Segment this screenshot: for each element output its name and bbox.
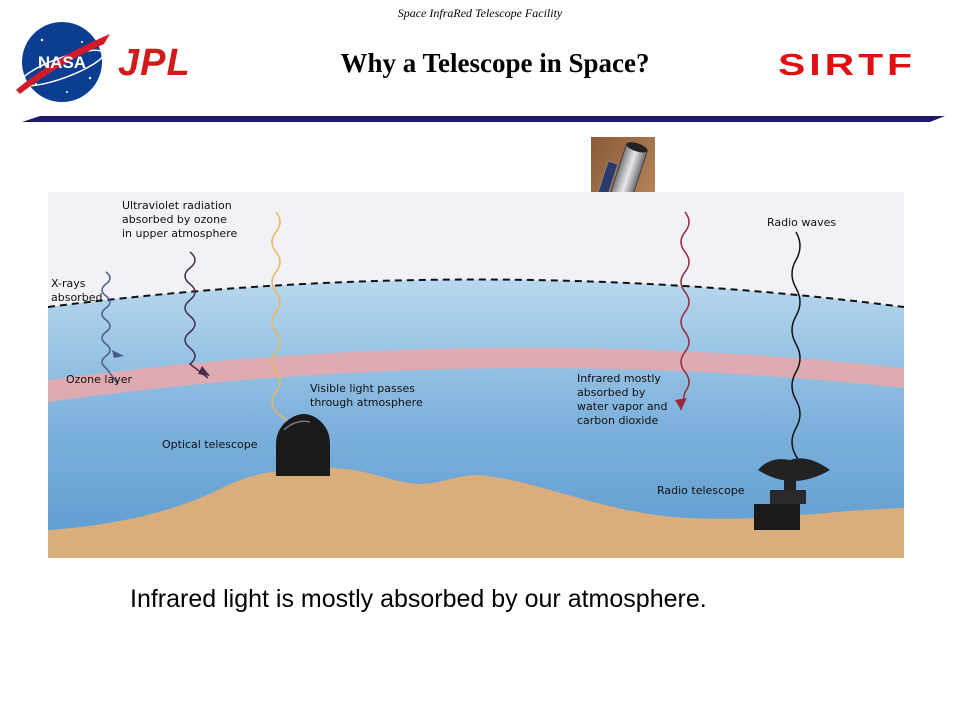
uv-arrow	[198, 366, 210, 376]
visible-label: Visible light passes through atmosphere	[310, 382, 423, 409]
jpl-logo: JPL	[118, 44, 191, 80]
radio-telescope-label: Radio telescope	[657, 484, 745, 497]
xray-arrow	[112, 350, 124, 358]
atmosphere-boundary	[48, 278, 904, 308]
nasa-logo-text: NASA	[38, 53, 86, 72]
nasa-logo: NASA	[16, 22, 110, 102]
uv-label: Ultraviolet radiation absorbed by ozone …	[122, 199, 238, 240]
radio-telescope	[754, 458, 830, 530]
slide-caption: Infrared light is mostly absorbed by our…	[130, 585, 707, 613]
optical-telescope	[276, 414, 330, 476]
infrared-label: Infrared mostly absorbed by water vapor …	[577, 372, 668, 427]
ground	[48, 468, 904, 558]
xray-wave	[101, 271, 119, 385]
radio-wave	[791, 231, 803, 467]
visible-wave	[271, 211, 295, 427]
slide-title: Why a Telescope in Space?	[340, 48, 650, 78]
header-rule	[22, 116, 945, 122]
ozone-label: Ozone layer	[66, 373, 132, 386]
ozone-band	[48, 347, 904, 402]
radio-waves-label: Radio waves	[767, 216, 837, 229]
header-caption: Space InfraRed Telescope Facility	[397, 6, 563, 20]
jpl-logo-text: JPL	[118, 44, 191, 80]
uv-wave	[184, 251, 209, 379]
xray-label: X-rays absorbed	[51, 277, 103, 304]
atmosphere-diagram	[48, 192, 904, 558]
sirtf-logo-text: SIRTF	[778, 47, 916, 82]
optical-telescope-label: Optical telescope	[162, 438, 258, 451]
sirtf-logo: SIRTF	[778, 47, 916, 82]
infrared-arrow	[675, 398, 687, 410]
infrared-wave	[680, 211, 690, 411]
